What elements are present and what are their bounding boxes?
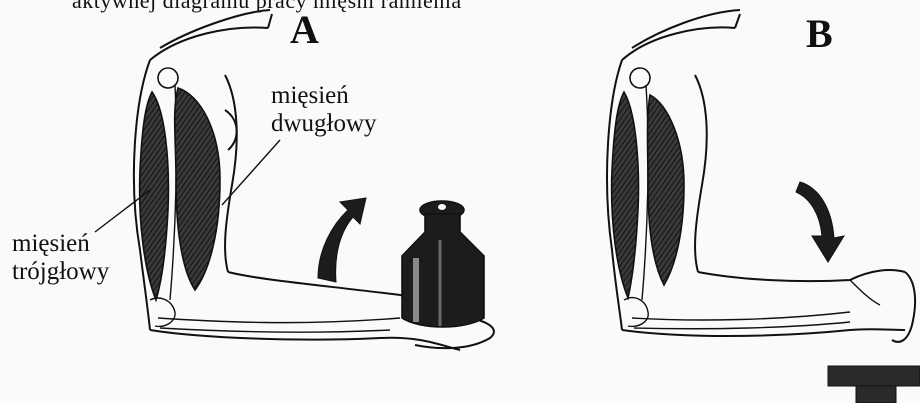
triceps-muscle-a (140, 92, 169, 300)
table-icon (828, 366, 920, 403)
triceps-label-line2: trójgłowy (12, 258, 109, 286)
panel-label-b: B (806, 10, 833, 57)
caption-fragment: aktywnej diagramu pracy mięśni ramienia (72, 0, 462, 14)
triceps-label-line1: mięsień (12, 230, 109, 258)
upward-arrow-a (318, 198, 366, 282)
triceps-muscle-b (612, 92, 639, 298)
biceps-leader-line (222, 140, 280, 205)
biceps-label-line2: dwugłowy (271, 110, 377, 138)
biceps-muscle-b (648, 95, 685, 285)
downward-arrow-b (796, 182, 844, 262)
biceps-label-line1: mięsień (271, 82, 377, 110)
biceps-muscle-a (175, 88, 220, 290)
triceps-label: mięsień trójgłowy (12, 230, 109, 286)
weight-icon (402, 201, 484, 327)
biceps-label: mięsień dwugłowy (271, 82, 377, 138)
panel-label-a: A (290, 6, 319, 53)
